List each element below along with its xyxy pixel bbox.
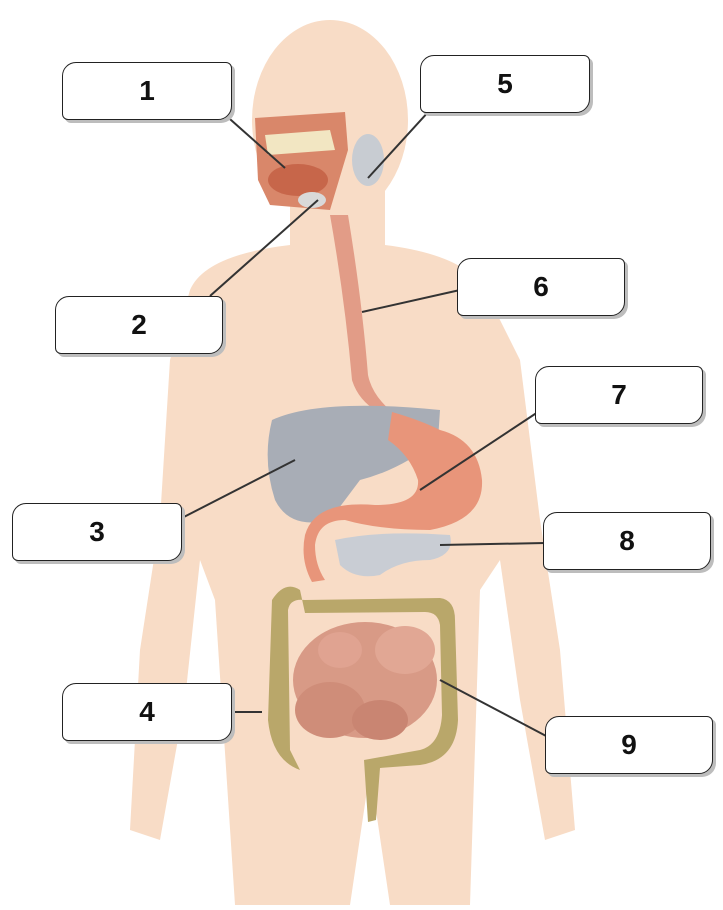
label-box-6: 6: [457, 258, 625, 316]
label-number-1: 1: [139, 75, 155, 107]
label-box-2: 2: [55, 296, 223, 354]
label-number-3: 3: [89, 516, 105, 548]
label-box-8: 8: [543, 512, 711, 570]
label-number-2: 2: [131, 309, 147, 341]
label-number-6: 6: [533, 271, 549, 303]
label-box-1: 1: [62, 62, 232, 120]
label-number-5: 5: [497, 68, 513, 100]
label-number-7: 7: [611, 379, 627, 411]
label-number-4: 4: [139, 696, 155, 728]
mouth-region: [255, 112, 348, 210]
label-number-8: 8: [619, 525, 635, 557]
label-box-5: 5: [420, 55, 590, 113]
label-box-7: 7: [535, 366, 703, 424]
salivary-gland: [352, 134, 384, 186]
label-box-4: 4: [62, 683, 232, 741]
label-number-9: 9: [621, 729, 637, 761]
label-box-9: 9: [545, 716, 713, 774]
label-box-3: 3: [12, 503, 182, 561]
